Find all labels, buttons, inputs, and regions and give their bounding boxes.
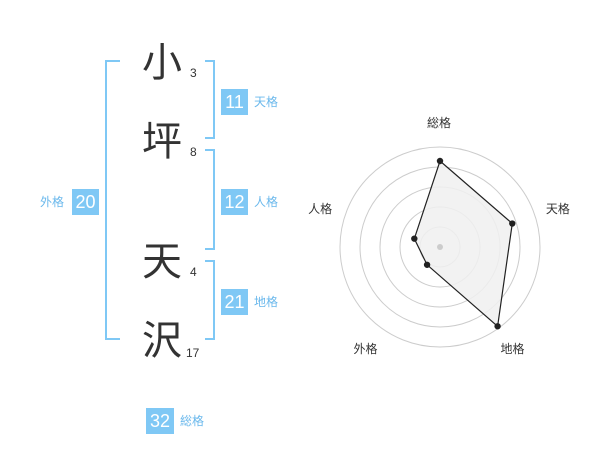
radar-axis-label: 天格 — [545, 202, 570, 217]
radar-center-dot — [437, 244, 443, 250]
tenkaku-value: 11 — [221, 89, 248, 115]
radar-point — [509, 220, 516, 227]
stroke-count-1: 3 — [190, 66, 197, 80]
soukaku-label: 総格 — [180, 414, 205, 428]
jinkaku-value: 12 — [221, 189, 248, 215]
jinkaku-label: 人格 — [254, 195, 279, 209]
radar-chart — [339, 146, 541, 348]
stroke-count-3: 4 — [190, 265, 197, 279]
tenkaku-label: 天格 — [254, 95, 279, 109]
radar-polygon — [413, 159, 513, 328]
radar-point — [494, 323, 501, 330]
name-char-2: 坪 — [142, 119, 182, 165]
radar-ring — [339, 146, 541, 348]
stroke-count-2: 8 — [190, 145, 197, 159]
gaikaku-value: 20 — [72, 189, 99, 215]
name-char-1: 小 — [142, 40, 182, 86]
radar-point — [436, 157, 444, 165]
chikaku-label: 地格 — [254, 295, 279, 309]
radar-axis-label: 地格 — [500, 342, 525, 357]
name-char-3: 天 — [142, 239, 182, 285]
soukaku-value: 32 — [146, 408, 174, 434]
radar-axis-label: 総格 — [427, 116, 452, 130]
radar-axis-label: 外格 — [353, 342, 378, 357]
radar-axis-label: 人格 — [308, 202, 333, 217]
radar-point — [411, 235, 418, 242]
radar-point — [423, 261, 431, 268]
gaikaku-label: 外格 — [40, 195, 65, 209]
stroke-count-4: 17 — [186, 346, 200, 360]
chikaku-value: 21 — [221, 289, 248, 315]
name-char-4: 沢 — [142, 318, 182, 364]
